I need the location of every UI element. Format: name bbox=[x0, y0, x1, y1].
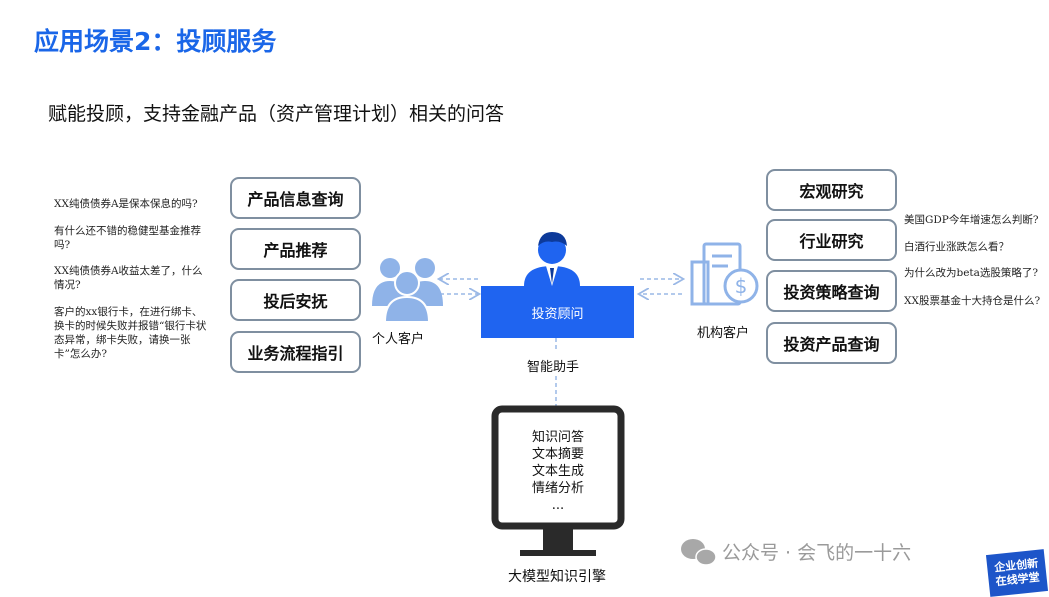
right-question-4: XX股票基金十大持仓是什么? bbox=[904, 295, 1041, 307]
engine-feature-generation: 文本生成 bbox=[531, 464, 584, 479]
engine-feature-list: 知识问答 文本摘要 文本生成 情绪分析 ... bbox=[505, 429, 611, 514]
people-group-icon bbox=[372, 258, 443, 323]
page-subtitle: 赋能投顾，支持金融产品（资产管理计划）相关的问答 bbox=[48, 103, 505, 125]
engine-feature-summary: 文本摘要 bbox=[531, 447, 584, 462]
engine-feature-sentiment: 情绪分析 bbox=[531, 481, 584, 496]
box-investment-product-query: 投资产品查询 bbox=[766, 322, 897, 364]
engine-label: 大模型知识引擎 bbox=[508, 569, 606, 585]
institution-client-label: 机构客户 bbox=[697, 326, 750, 341]
individual-client-label: 个人客户 bbox=[372, 332, 425, 347]
watermark-text: 公众号 · 会飞的一十六 bbox=[722, 542, 912, 564]
page-title: 应用场景2：投顾服务 bbox=[34, 27, 277, 56]
box-product-info-query: 产品信息查询 bbox=[230, 177, 361, 219]
engine-feature-more: ... bbox=[551, 498, 565, 513]
box-post-investment-care: 投后安抚 bbox=[230, 279, 361, 321]
right-question-3: 为什么改为beta选股策略了? bbox=[904, 267, 1039, 279]
monitor-icon bbox=[491, 405, 625, 556]
engine-feature-qa: 知识问答 bbox=[531, 430, 584, 445]
advisor-person-icon bbox=[524, 232, 580, 286]
wechat-icon bbox=[681, 539, 717, 566]
left-question-3: XX纯债债券A收益太差了，什么情况? bbox=[54, 265, 203, 291]
box-investment-strategy-query: 投资策略查询 bbox=[766, 270, 897, 312]
left-question-1: XX纯债债券A是保本保息的吗? bbox=[54, 198, 198, 210]
box-industry-research: 行业研究 bbox=[766, 219, 897, 261]
box-macro-research: 宏观研究 bbox=[766, 169, 897, 211]
left-question-2: 有什么还不错的稳健型基金推荐吗? bbox=[54, 225, 201, 251]
smart-assistant-label: 智能助手 bbox=[527, 360, 580, 375]
left-question-4: 客户的xx银行卡，在进行绑卡、换卡的时候失败并报错“银行卡状态异常，绑卡失败，请… bbox=[54, 306, 207, 360]
institution-building-icon: $ bbox=[690, 242, 759, 306]
right-question-1: 美国GDP今年增速怎么判断? bbox=[904, 214, 1039, 226]
right-question-2: 白酒行业涨跌怎么看？ bbox=[904, 241, 1009, 253]
brand-badge: 企业创新 在线学堂 bbox=[985, 549, 1049, 597]
box-business-process-guide: 业务流程指引 bbox=[230, 331, 361, 373]
svg-text:$: $ bbox=[735, 274, 748, 298]
box-product-recommendation: 产品推荐 bbox=[230, 228, 361, 270]
investment-advisor-box: 投资顾问 bbox=[481, 286, 634, 338]
